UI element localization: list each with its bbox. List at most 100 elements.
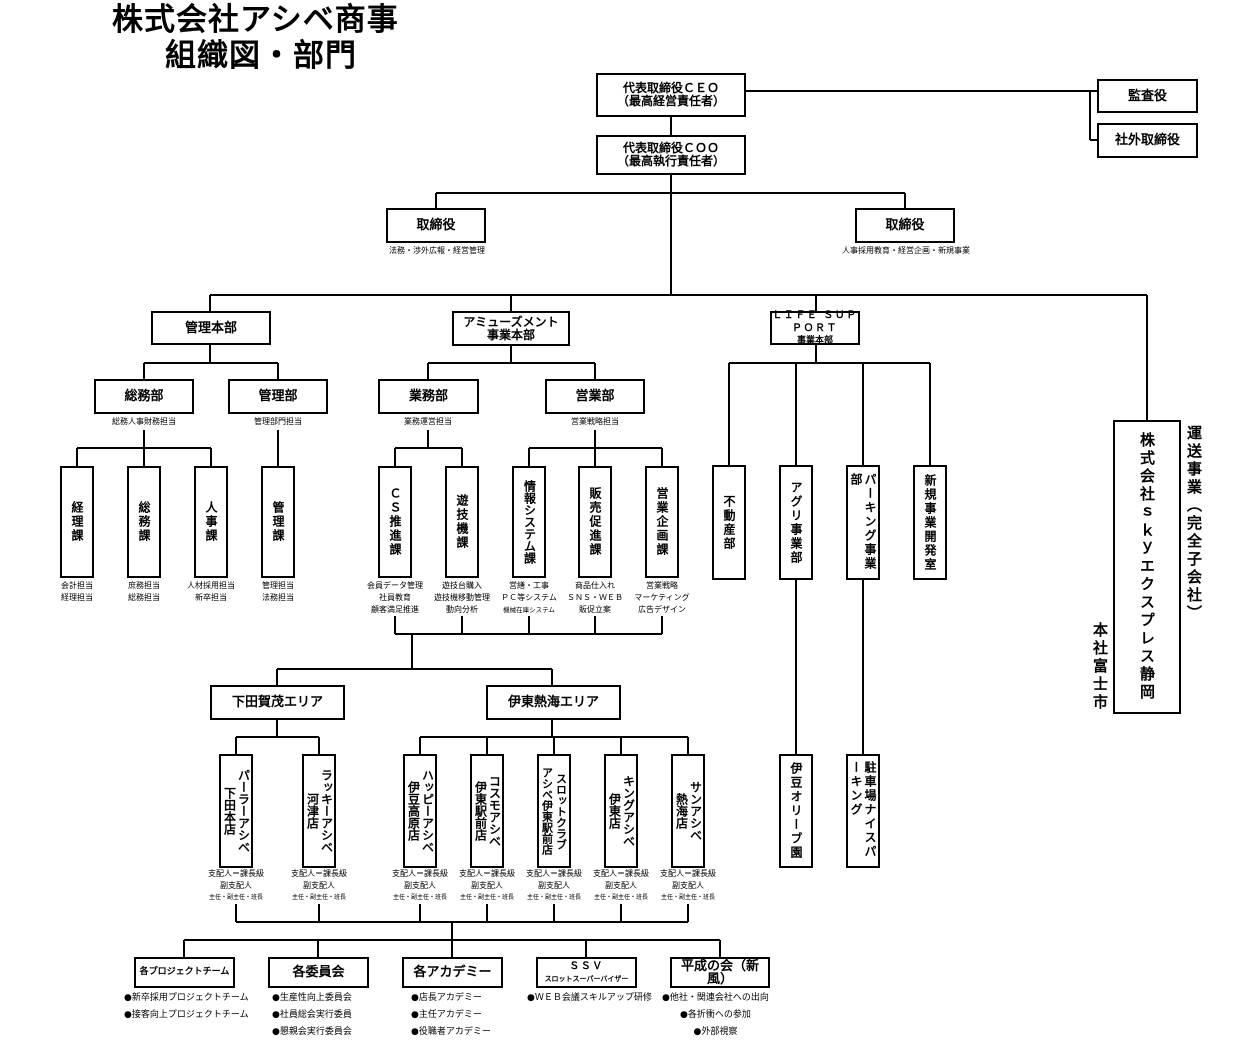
shop-roles: 支配人＝課長級 副支配人 主任・副主任・班長 <box>291 868 347 904</box>
amusement-honbu-box: アミューズメント 事業本部 <box>452 311 570 346</box>
shop-name: サンアシベ <box>688 781 703 841</box>
section-hanbai-duties: 商品仕入れ ＳＮＳ・ＷＥＢ 販促立案 <box>567 580 623 616</box>
gyomu-bu-duties: 業務運営担当 <box>404 417 452 426</box>
unit-parking: パーキング事業部 <box>846 465 880 580</box>
duty-line: 庶務担当 <box>128 581 160 590</box>
director-1-duties: 法務・渉外広報・経営管理 <box>389 246 485 255</box>
section-yugi-label: 遊技機課 <box>455 494 469 550</box>
role-deputy: 副支配人 <box>404 881 436 890</box>
shop-roles: 支配人＝課長級 副支配人 主任・副主任・班長 <box>593 868 649 904</box>
list-item: ●懇親会実行委員会 <box>272 1027 352 1037</box>
role-deputy: 副支配人 <box>220 881 252 890</box>
role-staff: 主任・副主任・班長 <box>392 894 447 901</box>
role-deputy: 副支配人 <box>538 881 570 890</box>
auditor-box: 監査役 <box>1097 79 1198 113</box>
ssv-label: ＳＳＶ <box>569 960 604 972</box>
section-cs: ＣＳ推進課 <box>378 466 412 578</box>
section-kikaku-label: 営業企画課 <box>655 487 669 557</box>
coo-role: （最高執行責任者） <box>616 154 725 168</box>
heisei-label: 平成の会（新風） <box>680 958 759 987</box>
role-manager: 支配人＝課長級 <box>660 869 716 878</box>
role-staff: 主任・副主任・班長 <box>593 894 648 901</box>
duty-line: 新卒担当 <box>195 593 227 602</box>
duty-line: 商品仕入れ <box>575 581 615 590</box>
duty-line: 会員データ管理 <box>367 581 423 590</box>
duty-line: 営繕・工事 <box>508 581 549 590</box>
project-team-label: 各プロジェクトチーム <box>139 967 230 977</box>
list-item: ●各折衝への参加 <box>680 1010 751 1020</box>
outside-director-label: 社外取締役 <box>1114 133 1180 148</box>
director-2-box: 取締役 <box>855 208 955 243</box>
gyomu-bu-box: 業務部 <box>378 379 479 414</box>
duty-line: 販促立案 <box>579 605 611 614</box>
section-somuka: 総務課 <box>127 466 161 578</box>
section-yugi-duties: 遊技台購入 遊技機移動管理 動向分析 <box>434 580 490 616</box>
amusement-label: アミューズメント <box>463 314 559 329</box>
list-item: ●外部視察 <box>693 1027 738 1037</box>
list-item: ●生産性向上委員会 <box>272 993 352 1003</box>
duty-line: マーケティング <box>634 593 690 602</box>
shop-roles: 支配人＝課長級 副支配人 主任・副主任・班長 <box>392 868 448 904</box>
section-somuka-duties: 庶務担当 総務担当 <box>128 580 160 604</box>
role-staff: 主任・副主任・班長 <box>208 894 263 901</box>
ceo-box: 代表取締役ＣＥＯ （最高経営責任者） <box>596 73 746 117</box>
role-deputy: 副支配人 <box>605 881 637 890</box>
sky-express-box: 株式会社ｓｋｙエクスプレス静岡 <box>1113 420 1181 714</box>
shop-name: ハッピーアシベ <box>420 769 435 853</box>
unit-nice-parking-label: 駐車場ナイスパーキング <box>849 761 877 859</box>
section-jinji: 人事課 <box>194 466 228 578</box>
shop-box: パーラーアシベ 下田本店 <box>219 754 253 868</box>
auditor-label: 監査役 <box>1127 88 1167 104</box>
duty-line: 営業戦略 <box>645 581 678 590</box>
role-manager: 支配人＝課長級 <box>208 869 264 878</box>
shop-name: スロットクラブ <box>554 772 568 850</box>
duty-line: ＰＣ等システム <box>501 593 557 602</box>
shop-branch: 熱海店 <box>674 793 689 829</box>
ssv-list: ●ＷＥＢ会議スキルアップ研修 <box>527 990 652 1007</box>
section-kikaku-duties: 営業戦略 マーケティング 広告デザイン <box>634 580 689 616</box>
section-hanbai: 販売促進課 <box>578 466 612 578</box>
section-cs-duties: 会員データ管理 社員教育 顧客満足推進 <box>367 580 423 616</box>
eigyo-bu-label: 営業部 <box>575 389 615 404</box>
shop-name: コスモアシベ <box>487 775 502 847</box>
section-keiri-duties: 会計担当 経理担当 <box>61 580 93 604</box>
duty-line: 動向分析 <box>446 605 478 614</box>
section-somuka-label: 総務課 <box>137 501 151 543</box>
amusement-sublabel: 事業本部 <box>486 327 535 342</box>
kanri-honbu-label: 管理本部 <box>184 320 237 336</box>
role-deputy: 副支配人 <box>672 881 704 890</box>
life-support-label: ＬＩＦＥ ＳＵＰＰＯＲＴ <box>772 309 858 334</box>
unit-fudosan: 不動産部 <box>712 465 746 580</box>
duty-line: 遊技機移動管理 <box>434 593 490 602</box>
section-hanbai-label: 販売促進課 <box>588 487 602 557</box>
shop-name: ラッキーアシベ <box>319 769 334 853</box>
role-staff: 主任・副主任・班長 <box>526 894 581 901</box>
shop-roles: 支配人＝課長級 副支配人 主任・副主任・班長 <box>459 868 515 904</box>
coo-label: 代表取締役ＣＯＯ <box>622 141 719 155</box>
academy-box: 各アカデミー <box>402 957 503 988</box>
shop-roles: 支配人＝課長級 副支配人 主任・副主任・班長 <box>526 868 582 904</box>
duty-line: 管理担当 <box>262 581 294 590</box>
shop-roles: 支配人＝課長級 副支配人 主任・副主任・班長 <box>660 868 716 904</box>
area-ito-box: 伊東熱海エリア <box>486 685 621 720</box>
section-joho: 情報システム課 <box>512 466 546 578</box>
shop-box: スロットクラブ アシベ伊東駅前店 <box>537 754 571 868</box>
area-shimoda-box: 下田賀茂エリア <box>210 685 345 720</box>
unit-agri: アグリ事業部 <box>779 465 813 580</box>
ssv-box: ＳＳＶ スロットスーパーバイザー <box>536 957 637 988</box>
unit-nice-parking: 駐車場ナイスパーキング <box>846 754 880 868</box>
gyomu-bu-label: 業務部 <box>408 389 448 404</box>
section-joho-label: 情報システム課 <box>522 480 537 564</box>
section-cs-label: ＣＳ推進課 <box>388 487 402 557</box>
duty-line: 経理担当 <box>61 593 93 602</box>
section-jinji-duties: 人材採用担当 新卒担当 <box>187 580 235 604</box>
section-jinji-label: 人事課 <box>204 501 218 543</box>
director-1-box: 取締役 <box>386 208 486 243</box>
duty-line: 機械在庫システム <box>503 606 555 614</box>
area-shimoda-label: 下田賀茂エリア <box>231 695 323 710</box>
unit-parking-label: パーキング事業部 <box>849 472 877 571</box>
role-staff: 主任・副主任・班長 <box>660 894 715 901</box>
shop-branch: 河津店 <box>305 793 320 829</box>
section-kanrika: 管理課 <box>261 466 295 578</box>
